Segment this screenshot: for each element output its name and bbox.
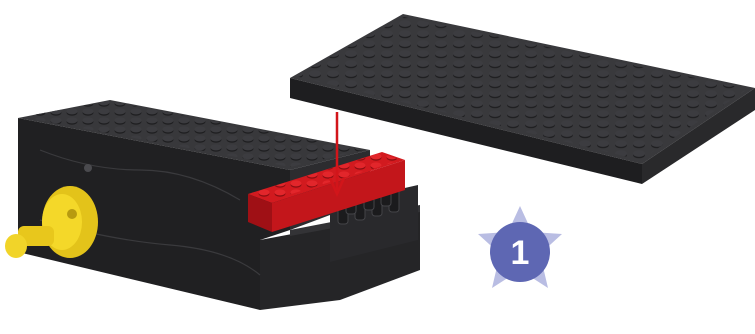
- step-badge: 1: [478, 206, 562, 288]
- red-brick: [248, 152, 405, 232]
- yellow-connector: [5, 186, 98, 258]
- step-number: 1: [511, 234, 530, 272]
- dark-plate: [290, 14, 755, 184]
- step-circle: [490, 222, 550, 282]
- down-arrow-icon: [328, 112, 346, 198]
